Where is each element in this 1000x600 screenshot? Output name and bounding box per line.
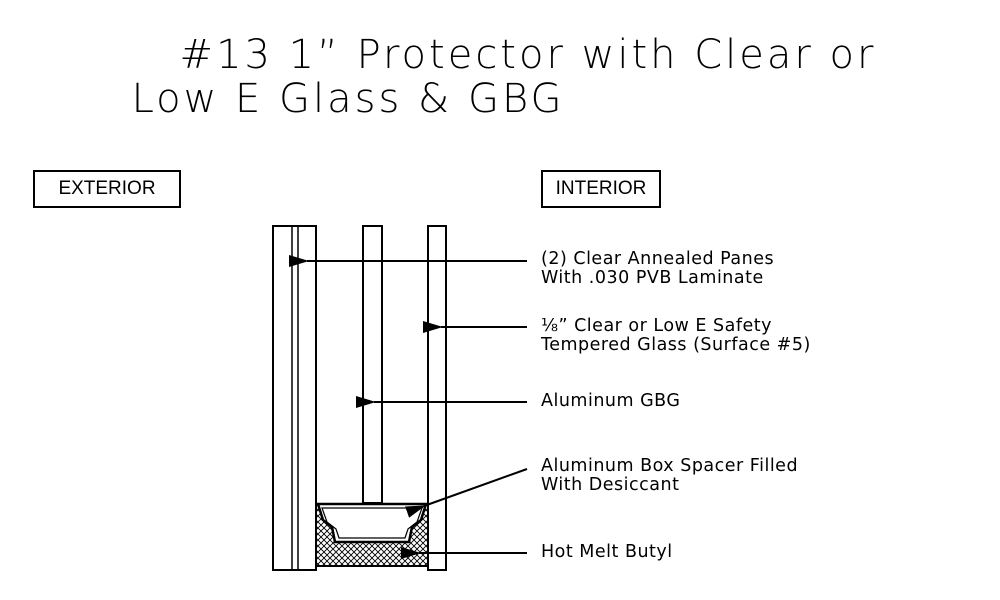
callout-line: Tempered Glass (Surface #5) [541,335,811,355]
callout-tempered-glass: ⅛” Clear or Low E Safety Tempered Glass … [541,317,811,355]
gbg-bar [362,225,383,504]
diagram-title-line-1: #13 1” Protector with Clear or [179,32,877,78]
callout-laminated-panes: (2) Clear Annealed Panes With .030 PVB L… [541,250,774,288]
leader-spacer [405,468,528,518]
diagram-title-line-2: Low E Glass & GBG [131,76,565,122]
callout-line: With .030 PVB Laminate [541,268,764,288]
callout-gbg: Aluminum GBG [541,392,680,411]
callout-line: Hot Melt Butyl [541,542,673,562]
laminated-pane [272,225,317,571]
interior-label: INTERIOR [541,170,661,208]
callout-line: Aluminum GBG [541,391,681,411]
callout-line: ⅛” Clear or Low E Safety [541,316,773,336]
callout-box-spacer: Aluminum Box Spacer Filled With Desiccan… [541,457,798,495]
callout-line: With Desiccant [541,475,680,495]
callout-line: Aluminum Box Spacer Filled [541,456,799,476]
exterior-label: EXTERIOR [33,170,181,208]
tempered-pane [427,225,447,571]
callout-butyl: Hot Melt Butyl [541,543,673,562]
box-spacer [316,502,428,544]
callout-line: (2) Clear Annealed Panes [541,249,775,269]
